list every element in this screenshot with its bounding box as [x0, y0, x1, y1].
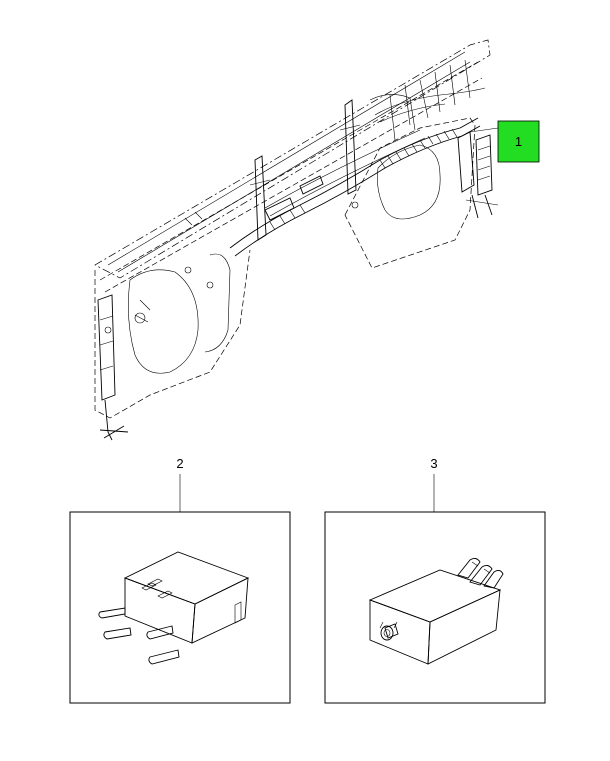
dash-panel-assembly — [94, 39, 499, 441]
relay-panel — [69, 511, 291, 704]
module-part — [368, 557, 504, 665]
callout-1-box[interactable] — [497, 120, 540, 163]
callout-1-label: 1 — [515, 134, 522, 149]
relay-frame — [69, 511, 291, 704]
module-frame — [324, 511, 546, 704]
module-panel — [324, 511, 546, 704]
callout-2-label: 2 — [176, 456, 183, 471]
callout-1[interactable]: 1 — [497, 120, 540, 163]
callout-3[interactable]: 3 — [430, 456, 438, 512]
relay-part — [98, 551, 250, 665]
callout-2[interactable]: 2 — [176, 456, 184, 512]
callout-3-label: 3 — [430, 456, 437, 471]
